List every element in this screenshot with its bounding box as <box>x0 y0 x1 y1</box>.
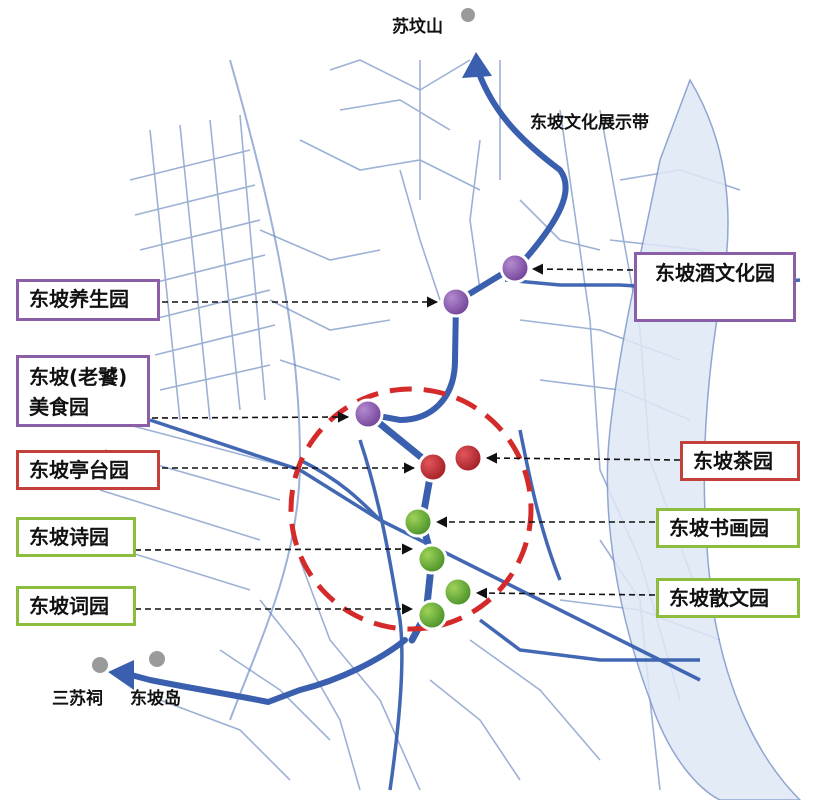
food-garden-label-line1: 东坡(老饕) <box>29 365 128 389</box>
pointer-arrows <box>134 263 681 615</box>
prose-garden-node[interactable] <box>442 576 474 608</box>
river-bank-left <box>229 59 302 721</box>
prose-garden-label[interactable]: 东坡散文园 <box>656 578 800 618</box>
tea-garden-label[interactable]: 东坡茶园 <box>680 441 800 481</box>
prose-garden-label-text: 东坡散文园 <box>669 586 769 610</box>
core-area-circle <box>288 386 534 632</box>
ci-garden-node[interactable] <box>416 599 448 631</box>
tea-garden-node[interactable] <box>452 442 484 474</box>
belt-label: 东坡文化展示带 <box>530 113 649 133</box>
food-garden-label-line2: 美食园 <box>29 395 89 419</box>
shrine-label: 三苏祠 <box>52 689 103 709</box>
arrow-poetry <box>134 543 414 555</box>
pavilion-garden-node[interactable] <box>417 451 449 483</box>
arrow-wine <box>531 263 634 275</box>
island-label: 东坡岛 <box>130 689 181 709</box>
pavilion-garden-label[interactable]: 东坡亭台园 <box>16 450 160 490</box>
arrow-food <box>151 411 350 423</box>
pavilion-garden-label-text: 东坡亭台园 <box>29 458 129 482</box>
route-north-arrowhead <box>462 52 492 78</box>
food-garden-label[interactable]: 东坡(老饕) 美食园 <box>16 355 150 427</box>
shrine-point <box>92 657 108 673</box>
arrow-tea <box>485 452 681 464</box>
food-garden-node[interactable] <box>352 398 384 430</box>
poetry-garden-node[interactable] <box>416 543 448 575</box>
wellness-garden-label-text: 东坡养生园 <box>29 287 129 311</box>
island-point <box>149 651 165 667</box>
route-southwest <box>117 637 408 706</box>
wellness-garden-label[interactable]: 东坡养生园 <box>16 279 160 321</box>
calligraphy-garden-node[interactable] <box>402 506 434 538</box>
wine-garden-label[interactable]: 东坡酒文化园 <box>634 252 796 322</box>
poetry-garden-label[interactable]: 东坡诗园 <box>16 517 136 557</box>
wine-garden-node[interactable] <box>499 252 531 284</box>
calligraphy-garden-label-text: 东坡书画园 <box>669 516 769 540</box>
garden-nodes <box>352 252 531 631</box>
calligraphy-garden-label[interactable]: 东坡书画园 <box>656 508 800 548</box>
route-southwest-arrowhead <box>108 660 134 690</box>
top-mountain-label: 苏坟山 <box>392 17 443 37</box>
ci-garden-label[interactable]: 东坡词园 <box>16 586 136 626</box>
poetry-garden-label-text: 东坡诗园 <box>29 525 109 549</box>
tea-garden-label-text: 东坡茶园 <box>693 449 773 473</box>
route-middle <box>365 265 515 424</box>
ci-garden-label-text: 东坡词园 <box>29 594 109 618</box>
top-mountain-point <box>461 8 475 22</box>
wellness-garden-node[interactable] <box>440 286 472 318</box>
route-north <box>472 59 569 268</box>
river <box>606 78 802 800</box>
wine-garden-label-text: 东坡酒文化园 <box>655 261 775 285</box>
